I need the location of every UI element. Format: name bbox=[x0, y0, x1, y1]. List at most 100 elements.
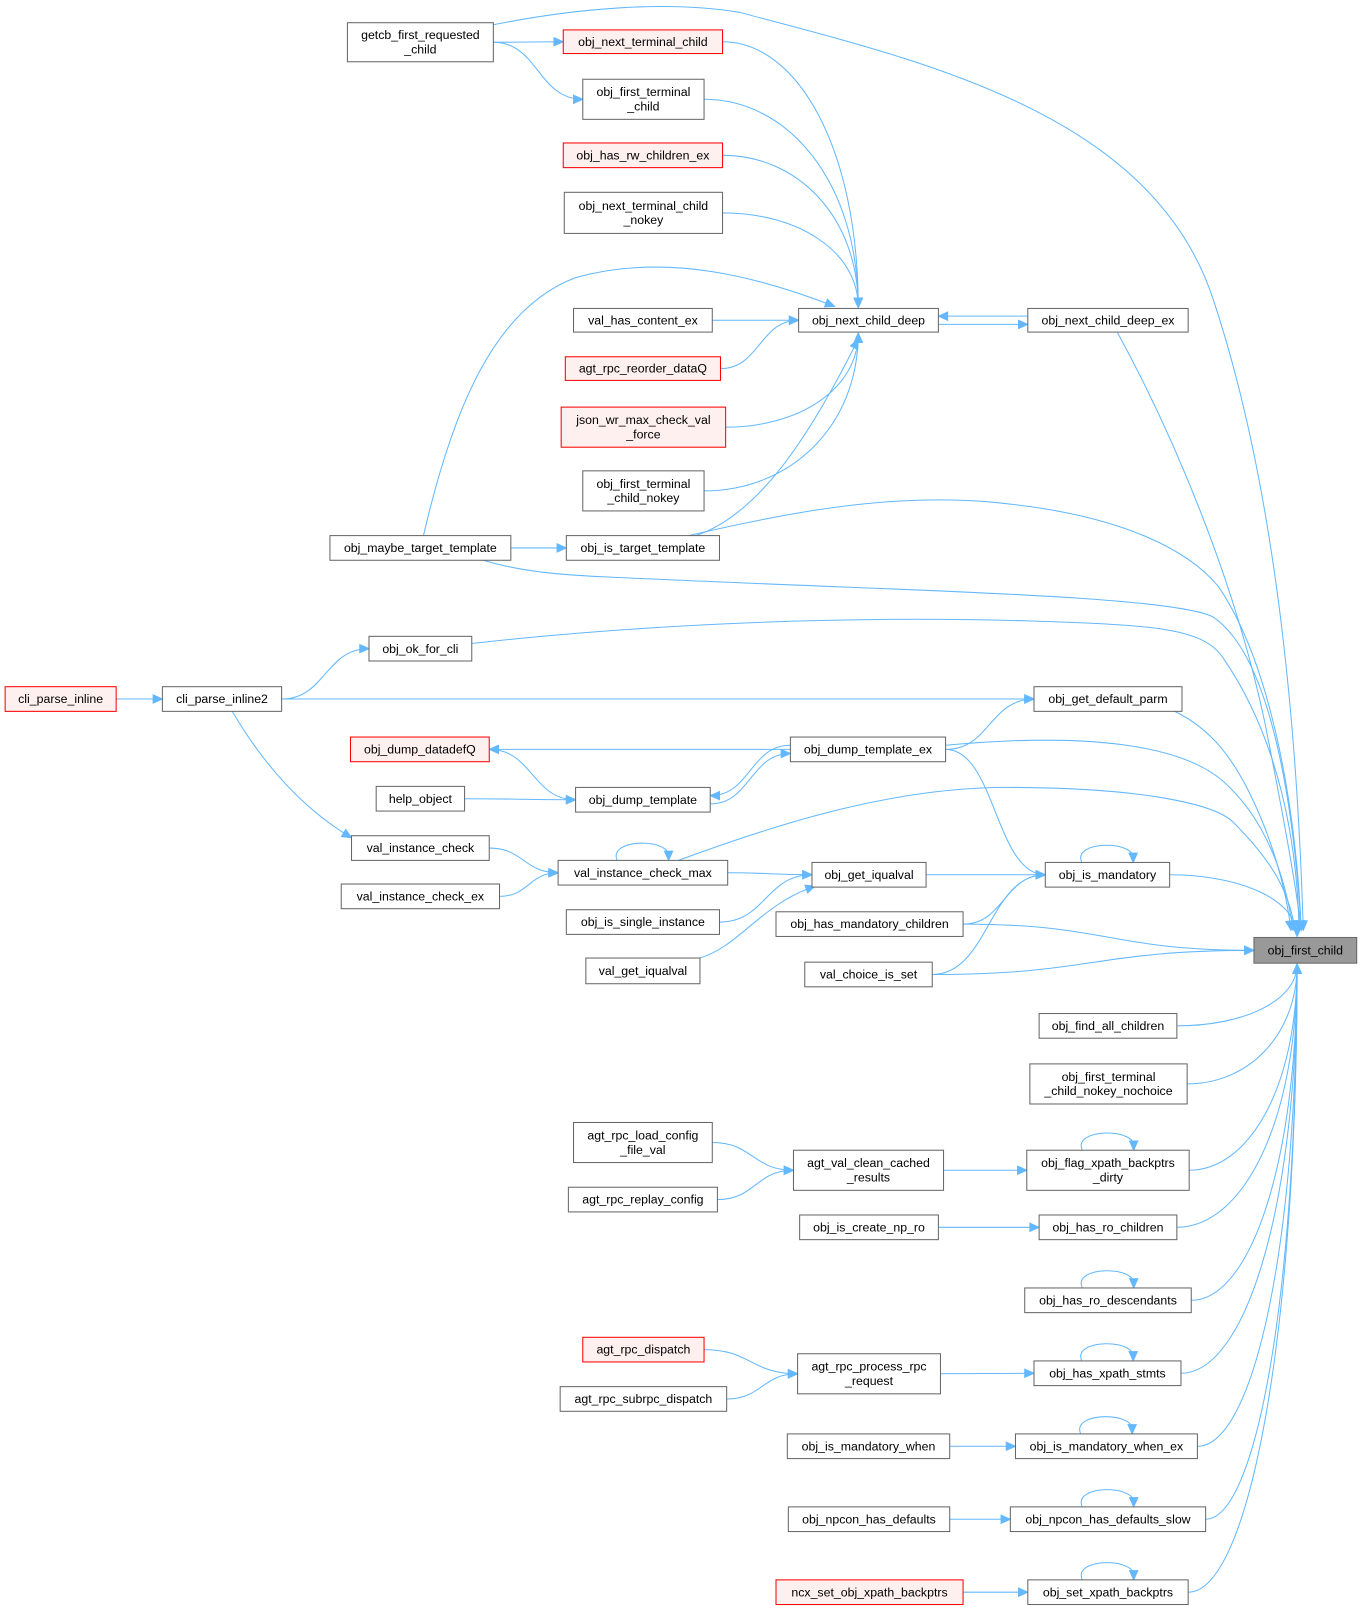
node-agt-rpc-replay-config[interactable]: agt_rpc_replay_config bbox=[567, 1186, 718, 1213]
node-obj-has-ro-children[interactable]: obj_has_ro_children bbox=[1038, 1214, 1178, 1241]
node-box bbox=[375, 785, 466, 812]
node-box bbox=[559, 1386, 728, 1412]
node-agt-rpc-dispatch[interactable]: agt_rpc_dispatch bbox=[582, 1336, 705, 1363]
node-help-object[interactable]: help_object bbox=[375, 785, 466, 812]
node-agt-rpc-load-config-file-val[interactable]: agt_rpc_load_config_file_val bbox=[573, 1121, 713, 1164]
node-agt-val-clean-cached-results[interactable]: agt_val_clean_cached_results bbox=[792, 1149, 945, 1191]
edge-oftcn-to-oncd bbox=[704, 333, 859, 492]
node-obj-is-mandatory-when-ex[interactable]: obj_is_mandatory_when_ex bbox=[1014, 1433, 1198, 1460]
edge-help-to-odt-arrowhead bbox=[565, 794, 577, 805]
node-label: agt_rpc_process_rpc bbox=[811, 1360, 926, 1374]
node-box bbox=[557, 859, 729, 886]
edge-nsox-to-osxb-arrowhead bbox=[1018, 1587, 1030, 1598]
node-box bbox=[786, 1433, 951, 1460]
node-agt-rpc-process-rpc-request[interactable]: agt_rpc_process_rpc_request bbox=[797, 1353, 941, 1395]
node-json-wr-max-check-val-force[interactable]: json_wr_max_check_val_force bbox=[560, 406, 727, 448]
node-label: obj_maybe_target_template bbox=[344, 541, 497, 555]
edge-cpi2-to-ook bbox=[281, 648, 369, 700]
edge-oncde-to-oncd-arrowhead bbox=[937, 311, 949, 322]
node-label: cli_parse_inline bbox=[18, 692, 103, 706]
node-box bbox=[368, 635, 473, 662]
node-obj-dump-template[interactable]: obj_dump_template bbox=[575, 786, 711, 813]
edge-ook-to-ofc bbox=[471, 618, 1300, 931]
node-box bbox=[575, 786, 711, 813]
node-val-choice-is-set[interactable]: val_choice_is_set bbox=[804, 961, 933, 988]
node-obj-dump-datadefQ[interactable]: obj_dump_datadefQ bbox=[349, 736, 490, 763]
node-obj-is-single-instance[interactable]: obj_is_single_instance bbox=[565, 909, 720, 935]
node-label: cli_parse_inline2 bbox=[176, 692, 268, 706]
node-cli-parse-inline2[interactable]: cli_parse_inline2 bbox=[161, 686, 283, 712]
node-label: obj_next_child_deep bbox=[812, 313, 925, 327]
node-obj-has-ro-descendants[interactable]: obj_has_ro_descendants bbox=[1024, 1287, 1192, 1314]
node-label: obj_is_single_instance bbox=[581, 915, 705, 929]
edge-vcis-to-oim-arrowhead bbox=[1035, 869, 1047, 880]
node-label: val_instance_check bbox=[367, 841, 475, 855]
edge-ontcn-to-oncd bbox=[722, 212, 859, 308]
edge-getcb-to-ofc bbox=[493, 6, 1304, 931]
node-getcb-first-requested-child[interactable]: getcb_first_requested_child bbox=[346, 22, 494, 63]
edge-ard-to-arpr bbox=[704, 1349, 798, 1375]
node-obj-set-xpath-backptrs[interactable]: obj_set_xpath_backptrs bbox=[1027, 1579, 1189, 1606]
node-obj-next-child-deep-ex[interactable]: obj_next_child_deep_ex bbox=[1027, 307, 1189, 333]
node-obj-is-target-template[interactable]: obj_is_target_template bbox=[565, 535, 720, 561]
node-obj-is-create-np-ro[interactable]: obj_is_create_np_ro bbox=[799, 1214, 939, 1241]
node-val-instance-check-ex[interactable]: val_instance_check_ex bbox=[340, 883, 501, 910]
node-obj-flag-xpath-backptrs-dirty[interactable]: obj_flag_xpath_backptrs_dirty bbox=[1026, 1149, 1190, 1191]
node-label: _dirty bbox=[1092, 1171, 1124, 1185]
node-agt-rpc-reorder-dataQ[interactable]: agt_rpc_reorder_dataQ bbox=[564, 356, 722, 381]
node-obj-maybe-target-template[interactable]: obj_maybe_target_template bbox=[329, 535, 512, 561]
node-obj-npcon-has-defaults-slow[interactable]: obj_npcon_has_defaults_slow bbox=[1009, 1506, 1207, 1533]
node-obj-has-xpath-stmts[interactable]: obj_has_xpath_stmts bbox=[1033, 1360, 1182, 1387]
node-ncx-set-obj-xpath-backptrs[interactable]: ncx_set_obj_xpath_backptrs bbox=[775, 1579, 964, 1606]
node-box bbox=[775, 1579, 964, 1606]
node-obj-ok-for-cli[interactable]: obj_ok_for_cli bbox=[368, 635, 473, 662]
node-label: _child bbox=[403, 43, 436, 57]
edge-ohrc-to-ofc bbox=[1176, 964, 1298, 1228]
node-obj-next-child-deep[interactable]: obj_next_child_deep bbox=[798, 307, 939, 333]
edge-oim-to-oim-arrowhead bbox=[1128, 852, 1139, 864]
node-obj-get-default-parm[interactable]: obj_get_default_parm bbox=[1033, 686, 1183, 712]
node-label: obj_get_default_parm bbox=[1048, 692, 1167, 706]
edge-ohrce-to-oncd bbox=[722, 154, 859, 308]
edge-oimwe-to-oimwe bbox=[1079, 1416, 1133, 1435]
node-obj-dump-template-ex[interactable]: obj_dump_template_ex bbox=[789, 736, 947, 763]
node-obj-get-iqualval[interactable]: obj_get_iqualval bbox=[811, 861, 927, 888]
edge-ohxs-to-ohxs-arrowhead bbox=[1128, 1351, 1139, 1363]
node-label: _child bbox=[626, 100, 659, 114]
node-obj-first-terminal-child[interactable]: obj_first_terminal_child bbox=[582, 78, 705, 120]
node-obj-has-mandatory-children[interactable]: obj_has_mandatory_children bbox=[775, 911, 964, 937]
node-val-has-content-ex[interactable]: val_has_content_ex bbox=[573, 307, 713, 333]
node-val-instance-check-max[interactable]: val_instance_check_max bbox=[557, 859, 729, 886]
node-label: obj_next_terminal_child bbox=[579, 199, 709, 213]
node-label: val_has_content_ex bbox=[588, 313, 699, 327]
node-cli-parse-inline[interactable]: cli_parse_inline bbox=[4, 686, 117, 712]
edge-omtt-to-ofc bbox=[482, 559, 1302, 931]
node-label: _child_nokey bbox=[606, 491, 680, 505]
edge-odte-to-ofc bbox=[945, 739, 1294, 931]
node-obj-is-mandatory-when[interactable]: obj_is_mandatory_when bbox=[786, 1433, 951, 1460]
node-box bbox=[582, 1336, 705, 1363]
node-box bbox=[804, 961, 933, 988]
node-box bbox=[349, 736, 490, 763]
node-label: obj_find_all_children bbox=[1052, 1019, 1165, 1033]
edge-osxb-to-ofc-arrowhead bbox=[1292, 962, 1303, 974]
node-obj-first-terminal-child-nokey-nochoice[interactable]: obj_first_terminal_child_nokey_nochoice bbox=[1029, 1063, 1188, 1105]
node-val-get-iqualval[interactable]: val_get_iqualval bbox=[585, 957, 701, 985]
edge-ogdp-to-ofc bbox=[1174, 710, 1292, 931]
node-obj-next-terminal-child-nokey[interactable]: obj_next_terminal_child_nokey bbox=[563, 191, 724, 234]
node-obj-first-terminal-child-nokey[interactable]: obj_first_terminal_child_nokey bbox=[582, 470, 705, 512]
node-obj-npcon-has-defaults[interactable]: obj_npcon_has_defaults bbox=[787, 1506, 951, 1533]
node-obj-has-rw-children-ex[interactable]: obj_has_rw_children_ex bbox=[562, 142, 724, 169]
node-obj-next-terminal-child[interactable]: obj_next_terminal_child bbox=[562, 29, 724, 55]
node-obj-first-child[interactable]: obj_first_child bbox=[1253, 936, 1358, 964]
edge-ohrd-to-ohrd bbox=[1080, 1270, 1135, 1289]
edge-ofxb-to-ofxb-arrowhead bbox=[1128, 1140, 1139, 1152]
node-obj-is-mandatory[interactable]: obj_is_mandatory bbox=[1044, 861, 1171, 888]
edge-ofac-to-ofc bbox=[1176, 964, 1298, 1027]
node-box bbox=[1014, 1433, 1198, 1460]
edge-odte-to-oim bbox=[945, 748, 1046, 876]
node-obj-find-all-children[interactable]: obj_find_all_children bbox=[1038, 1013, 1178, 1039]
node-agt-rpc-subrpc-dispatch[interactable]: agt_rpc_subrpc_dispatch bbox=[559, 1386, 728, 1412]
node-label: obj_dump_template bbox=[589, 793, 697, 807]
node-val-instance-check[interactable]: val_instance_check bbox=[351, 835, 490, 861]
